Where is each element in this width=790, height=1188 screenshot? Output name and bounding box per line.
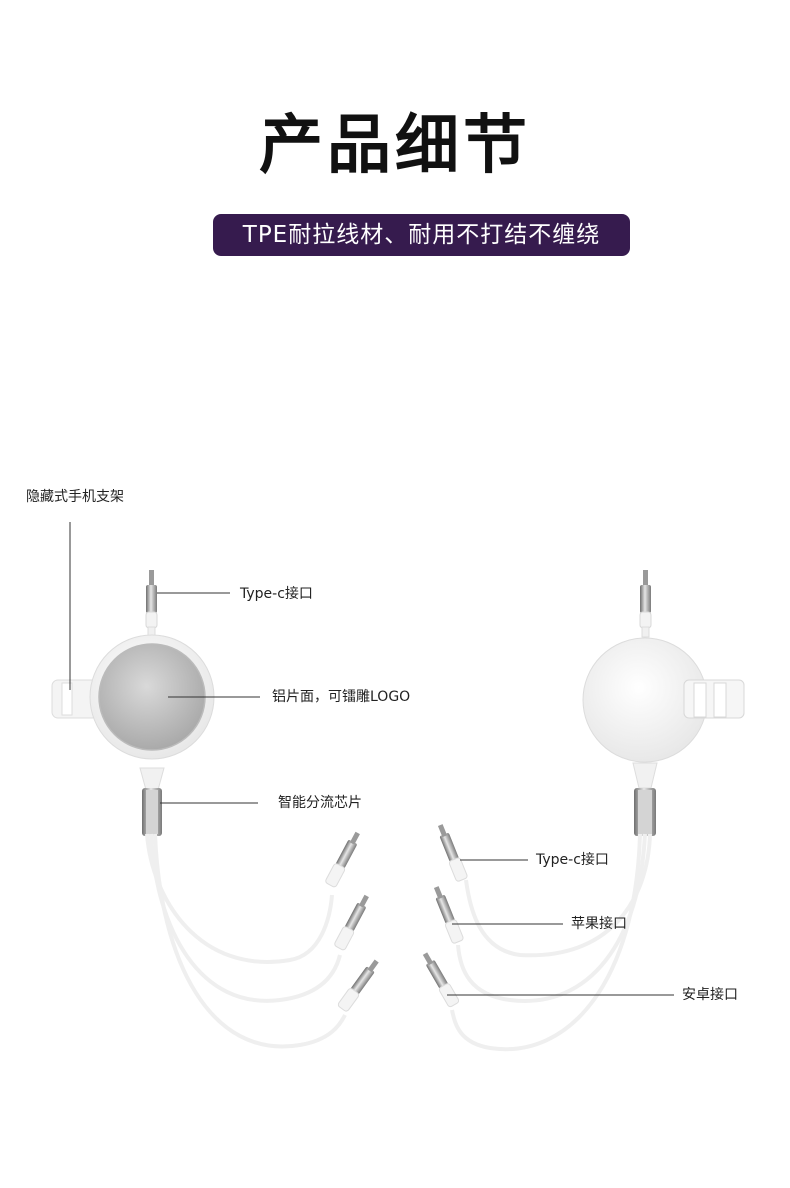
phone-stand-extended xyxy=(683,679,745,719)
label-aluminum-face: 铝片面，可镭雕LOGO xyxy=(272,689,411,705)
subtitle-banner: TPE耐拉线材、耐用不打结不缠绕 xyxy=(213,214,630,256)
label-smart-chip: 智能分流芯片 xyxy=(278,795,362,811)
label-typec-top: Type-c接口 xyxy=(240,586,313,602)
label-apple-connector: 苹果接口 xyxy=(571,916,627,932)
left-product xyxy=(51,522,379,1049)
right-product xyxy=(422,570,745,1052)
label-typec-connector: Type-c接口 xyxy=(536,852,609,868)
label-hidden-phone-stand: 隐藏式手机支架 xyxy=(26,489,124,505)
page-title: 产品细节 xyxy=(259,109,531,183)
label-android-connector: 安卓接口 xyxy=(682,987,738,1003)
